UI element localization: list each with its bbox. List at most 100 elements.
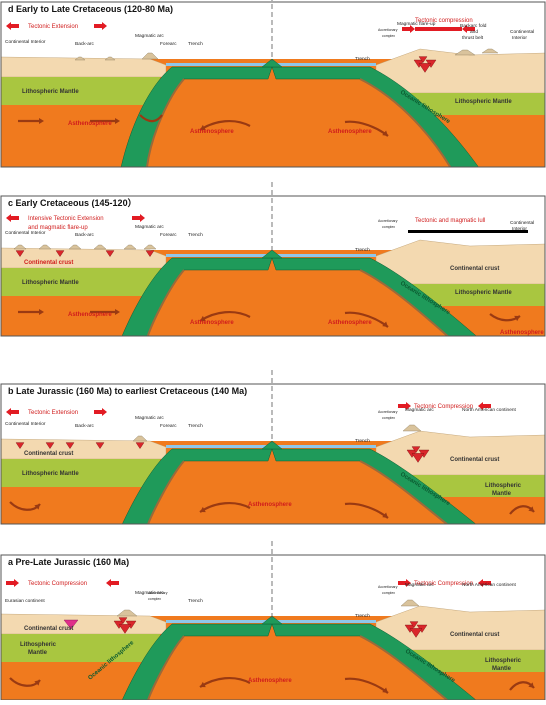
magma-chamber-icon	[63, 619, 79, 630]
right-annotation-ac2: complex	[382, 416, 395, 420]
left-continental-crust	[1, 438, 167, 460]
left-annotation-lac2: complex	[148, 597, 161, 601]
volcano-icon	[143, 244, 157, 250]
right-annotation-bf2: and	[470, 29, 478, 35]
arrow-right-icon	[398, 402, 411, 410]
flow-arrowhead-icon	[200, 506, 206, 513]
flow-arrowhead-icon	[200, 315, 206, 322]
left-continental-crust	[1, 247, 167, 269]
magma-pluton-icon	[65, 442, 75, 449]
right-mantle-label: Lithospheric Mantle	[455, 99, 512, 105]
left-annotation-ci: Continental Interior	[5, 230, 46, 236]
left-annotation-ba: Back-arc	[75, 423, 95, 429]
slab-rim	[359, 269, 450, 336]
flow-arrowhead-icon	[514, 315, 520, 322]
left-crust-label: Continental crust	[24, 626, 73, 632]
volcano-icon	[13, 244, 27, 250]
volcano-icon	[141, 52, 159, 60]
arrow-left-icon	[6, 214, 19, 222]
right-mantle-label: Mantle	[492, 666, 512, 672]
magma-pluton-icon	[411, 453, 425, 463]
right-mantle-label: Lithospheric Mantle	[455, 290, 512, 296]
magma-pluton-icon	[418, 56, 428, 63]
volcano-icon	[68, 244, 82, 250]
right-annotation-bf3: thrust belt	[462, 35, 484, 41]
mid-ocean-ridge	[261, 58, 283, 68]
left-continental-crust	[1, 56, 167, 78]
right-annotation-mf: Magmatic flare-up	[397, 21, 436, 27]
left-mantle-label: Lithospheric	[20, 642, 57, 648]
left-tectonic-label: Tectonic Extension	[28, 24, 78, 30]
left-tectonic-label: Tectonic Compression	[28, 581, 87, 587]
volcano-icon	[402, 424, 422, 432]
flow-arrowhead-icon	[200, 124, 206, 131]
arrow-left-icon	[478, 402, 491, 410]
left-annotation-ba: Back-arc	[75, 41, 95, 47]
left-annotation-ci: Continental Interior	[5, 39, 46, 45]
center-asthenosphere-label: Asthenosphere	[248, 502, 292, 508]
left-annotation-tr: Trench	[188, 423, 203, 429]
flow-arrowhead-icon	[200, 681, 206, 688]
flow-arrowhead-icon	[382, 512, 388, 518]
right-mantle-label: Lithospheric	[485, 658, 522, 664]
panel-title: b Late Jurassic (160 Ma) to earliest Cre…	[8, 386, 247, 396]
volcano-icon	[481, 48, 499, 54]
flow-arrowhead-icon	[382, 130, 388, 136]
left-annotation-fa: Forearc	[160, 423, 177, 429]
right-annotation-rc2: Interior	[512, 226, 527, 232]
flow-arrowhead-icon	[528, 506, 534, 512]
right-annotation-bf1: Backarc fold	[460, 23, 487, 29]
left-annotation-fa: Forearc	[160, 41, 177, 47]
right-tectonic-label: Tectonic Compression	[414, 404, 473, 410]
center-left-asthenosphere-label: Asthenosphere	[190, 320, 234, 326]
arrow-right-icon	[132, 214, 145, 222]
right-annotation-ac2: complex	[382, 34, 395, 38]
center-right-asthenosphere-label: Asthenosphere	[328, 129, 372, 135]
left-annotation-ci: Continental Interior	[5, 421, 46, 427]
magma-pluton-icon	[15, 250, 25, 257]
slab-rim	[147, 460, 185, 524]
center-left-asthenosphere-label: Asthenosphere	[190, 129, 234, 135]
panel-border	[0, 1, 546, 168]
right-crust-label: Continental crust	[450, 457, 499, 463]
right-annotation-ac2: complex	[382, 591, 395, 595]
right-annotation-tr: Trench	[355, 613, 370, 619]
right-annotation-rc1: Continental	[510, 220, 534, 226]
center-asthenosphere-label: Asthenosphere	[248, 678, 292, 684]
volcano-icon	[38, 244, 52, 250]
left-lithospheric-mantle	[1, 459, 160, 487]
magma-pluton-icon	[105, 250, 115, 257]
right-tectonic-label: Tectonic compression	[415, 18, 473, 24]
volcano-icon	[104, 56, 116, 61]
left-mantle-label: Lithospheric Mantle	[22, 280, 79, 286]
right-annotation-ac1: Accretionary	[378, 410, 398, 414]
right-lithospheric-mantle	[402, 650, 545, 672]
left-annotation-tr: Trench	[188, 598, 203, 604]
left-annotation-fa: Forearc	[160, 232, 177, 238]
mid-ocean-ridge	[261, 615, 283, 625]
flow-arrowhead-icon	[115, 118, 120, 124]
right-annotation-tr: Trench	[355, 438, 370, 444]
right-lithospheric-mantle	[402, 93, 545, 115]
left-mantle-label: Lithospheric Mantle	[22, 89, 79, 95]
volcano-icon	[132, 435, 148, 442]
arrow-right-icon	[94, 408, 107, 416]
left-annotation-ma: Magmatic arc	[135, 415, 164, 421]
volcano-icon	[400, 599, 420, 607]
left-annotation-lac1: Accretionary	[148, 591, 168, 595]
left-crust-label: Continental crust	[24, 260, 73, 266]
left-annotation-ma: Magmatic arc	[135, 33, 164, 39]
flow-arrowhead-icon	[382, 687, 388, 693]
right-annotation-rc2: Interior	[512, 35, 527, 41]
arrow-right-icon	[6, 579, 19, 587]
center-right-asthenosphere-label: Asthenosphere	[328, 320, 372, 326]
panel-border	[0, 383, 546, 525]
slab-rim	[359, 78, 452, 167]
right-annotation-ac1: Accretionary	[378, 585, 398, 589]
left-mantle-label: Lithospheric Mantle	[22, 471, 79, 477]
left-tectonic-label: and magmatic flare-up	[28, 225, 88, 231]
magma-pluton-icon	[145, 250, 155, 257]
lull-bar	[408, 230, 528, 233]
mid-ocean-ridge	[261, 249, 283, 259]
